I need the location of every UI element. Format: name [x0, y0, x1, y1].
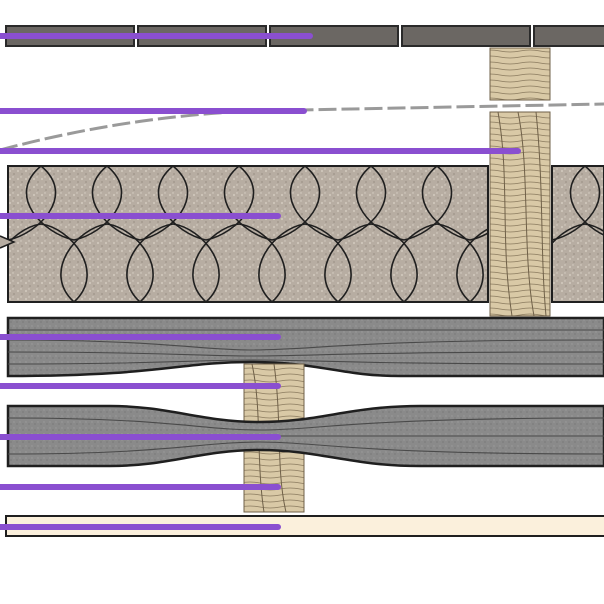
insulation-loop [8, 166, 57, 241]
wood-rafter [489, 47, 551, 317]
insulation-loop [390, 223, 484, 302]
roof-board [533, 25, 604, 47]
insulation-loop [355, 166, 453, 241]
insulation-loop [552, 223, 604, 302]
insulation-loop [324, 223, 418, 302]
leader-lines [0, 33, 521, 530]
insulation-loop [91, 166, 189, 241]
compressed-membrane-upper [6, 316, 604, 378]
roof-board [401, 25, 531, 47]
insulation-loop [456, 228, 488, 302]
insulation-loop [223, 166, 321, 241]
batt-edge-notch [0, 235, 16, 249]
insulation-loop [552, 166, 601, 241]
insulation-loop [25, 166, 123, 241]
insulation-loop [126, 223, 220, 302]
insulation-loop [157, 166, 255, 241]
insulation-loop [60, 223, 154, 302]
insulation-loop [569, 166, 604, 236]
insulation-loop [258, 223, 352, 302]
insulation-loop [192, 223, 286, 302]
insulation-batt [0, 165, 604, 303]
insulation-loop [8, 223, 88, 302]
insulation-loop [421, 166, 488, 241]
insulation-loop [289, 166, 387, 241]
